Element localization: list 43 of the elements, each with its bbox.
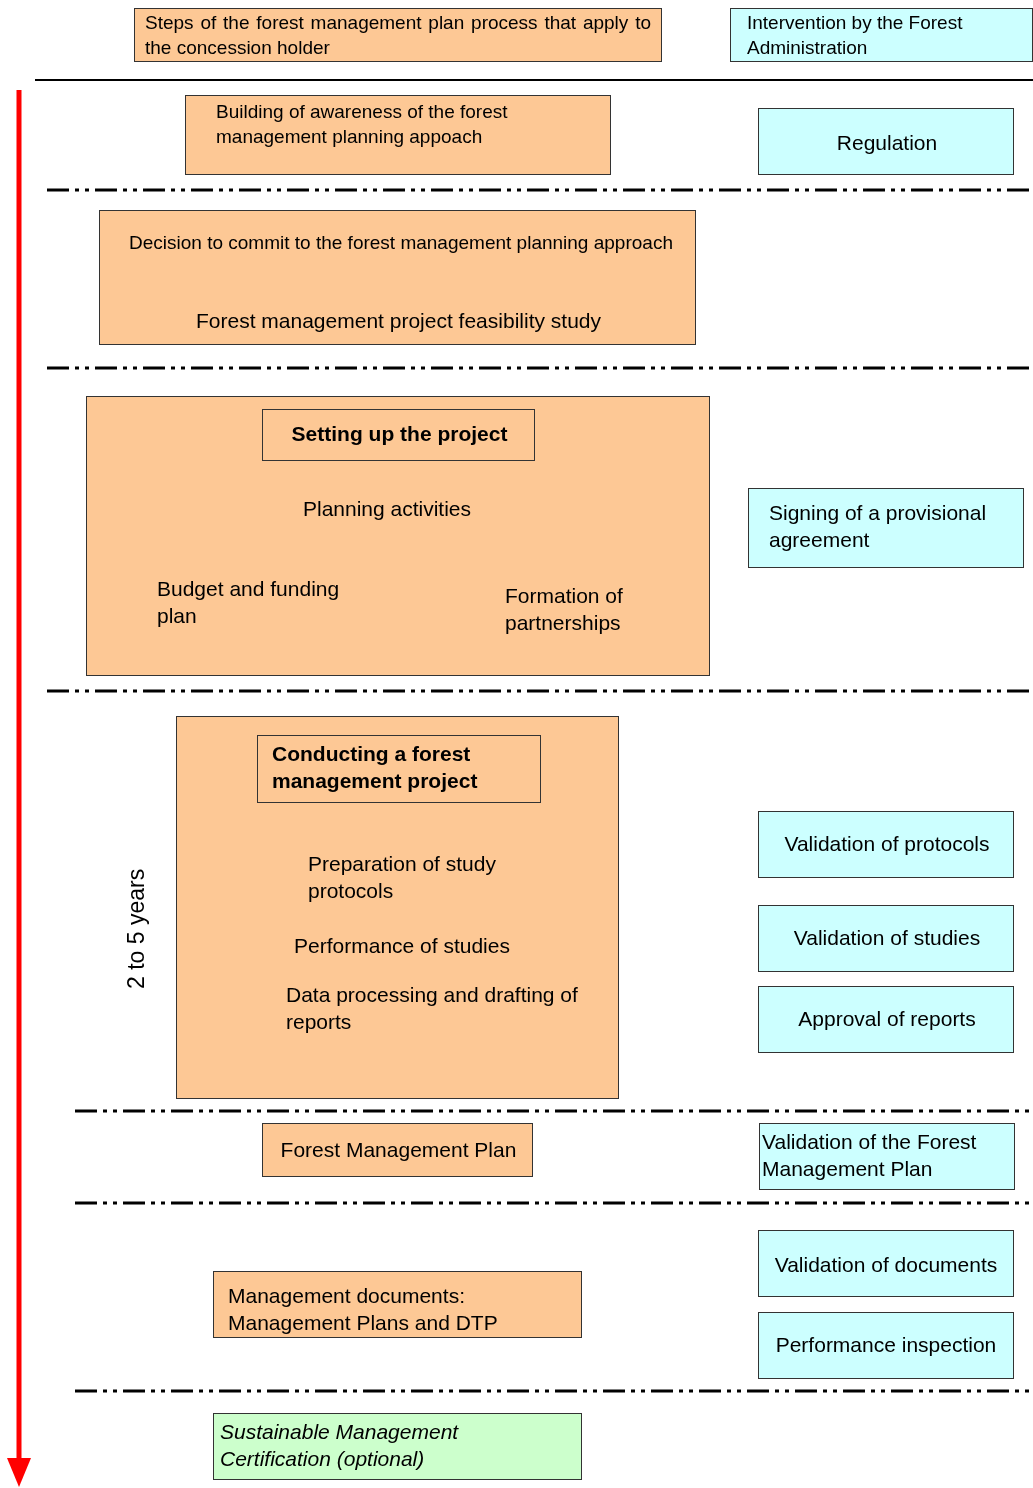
step-text: Validation of protocols [783,831,991,857]
intervention-box [758,1230,1014,1297]
step-text: Steps of the forest management plan process that apply to the concession holder [145,11,651,60]
intervention-box [758,905,1014,972]
step-text: Regulation [835,130,939,156]
step-text: Forest management project feasibility study [195,308,602,334]
step-text: Preparation of study protocols [308,851,497,905]
duration-label: 2 to 5 years [122,867,151,992]
intervention-box [758,811,1014,878]
step-box [213,1413,582,1480]
step-text: Approval of reports [797,1006,977,1032]
step-box [99,210,696,345]
step-text: Sustainable Management Certification (optional) [220,1419,460,1473]
step-text: Validation of documents [773,1252,999,1278]
step-text: Data processing and drafting of reports [286,982,579,1036]
step-text: Decision to commit to the forest management planning approach [128,231,674,255]
column-header [730,8,1033,62]
stage-title-box [257,735,541,803]
intervention-box [758,108,1014,175]
step-box [185,95,611,175]
step-text: Performance of studies [293,933,511,959]
step-text: Signing of a provisional agreement [769,500,988,554]
step-text: Validation of studies [792,925,982,951]
step-text: Intervention by the Forest Administration [747,11,964,60]
step-text: Budget and funding plan [157,576,341,630]
intervention-box [759,1123,1015,1190]
step-text: Validation of the Forest Management Plan [762,1129,978,1183]
intervention-box [748,488,1024,568]
step-text: Planning activities [301,496,473,522]
step-text: Performance inspection [774,1332,998,1358]
stage-box [176,716,619,1099]
stage-title: Conducting a forest management project [272,741,479,795]
stage-title: Setting up the project [290,421,509,447]
step-box [213,1271,582,1338]
step-text: Formation of partnerships [505,583,624,637]
intervention-box [758,986,1014,1053]
step-box [262,1123,533,1177]
stage-title-box [262,409,535,461]
step-text: Building of awareness of the forest management planning appoach [216,100,509,149]
step-text: Forest Management Plan [279,1137,518,1163]
step-text: Management documents: Management Plans and DTP [228,1283,499,1337]
stage-box [86,396,710,676]
intervention-box [758,1312,1014,1379]
